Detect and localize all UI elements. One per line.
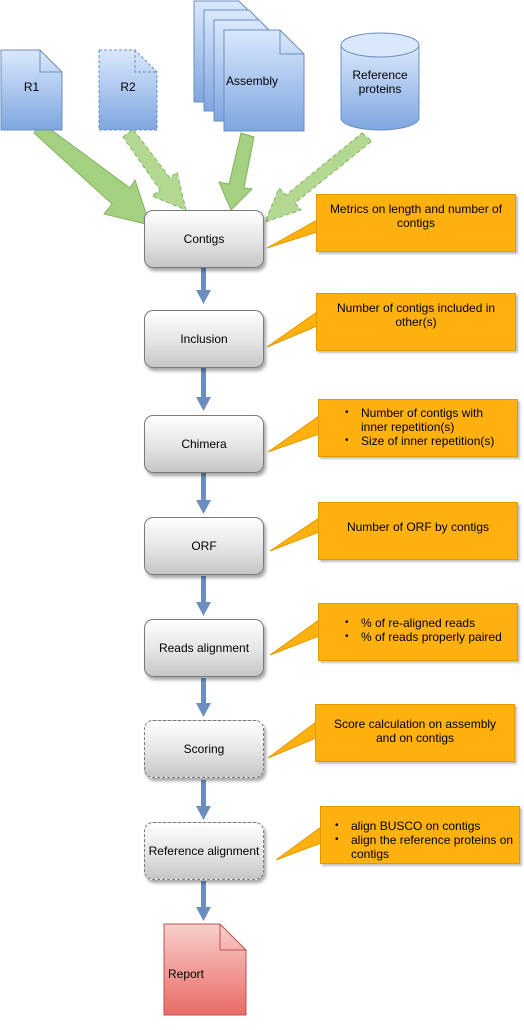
pointer-reads-alignment [269,619,320,656]
arrow-reads-to-scoring [196,678,211,717]
step-reference-alignment-label: Reference alignment [148,844,260,858]
pointer-reference-alignment [275,826,322,861]
note-inclusion-text: Number of contigs included in other(s) [336,301,496,329]
report-label: Report [167,967,205,981]
r1-label: R1 [23,80,40,94]
input-arrows [33,122,373,226]
r2-label: R2 [120,80,136,94]
note-scoring-text: Score calculation on assembly and on con… [333,717,497,745]
note-orf-text: Number of ORF by contigs [346,520,490,534]
note-reads-alignment: % of re-aligned reads % of reads properl… [318,603,518,661]
arrow-r1-to-contigs [33,122,151,226]
arrow-contigs-to-inclusion [196,268,211,304]
r2-document [98,49,158,131]
arrow-reference-to-report [196,881,211,921]
note-reference-item: align the reference proteins on contigs [335,833,515,861]
assembly-label: Assembly [225,74,278,88]
arrow-chimera-to-orf [196,473,211,514]
step-chimera-label: Chimera [181,437,227,451]
arrow-scoring-to-reference [196,780,211,820]
report-document [163,923,247,1016]
note-inclusion: Number of contigs included in other(s) [316,293,516,351]
pointer-contigs [266,219,318,249]
arrow-inclusion-to-chimera [196,368,211,411]
pointer-chimera [267,415,320,453]
flow-arrows [196,268,211,921]
step-scoring-label: Scoring [183,742,225,756]
step-orf-label: ORF [191,539,217,553]
reference-proteins-database [340,32,420,131]
pointer-orf [269,517,320,552]
arrow-orf-to-reads-alignment [196,576,211,616]
assembly-document-stack [193,0,305,132]
step-reads-alignment-label: Reads alignment [158,641,250,655]
pointer-inclusion [266,311,318,348]
callout-pointers [266,219,322,861]
r1-document [0,49,63,131]
step-reads-alignment: Reads alignment [144,619,264,677]
note-chimera-item: Number of contigs with inner repetition(… [345,406,513,434]
reference-proteins-label: Reference proteins [352,68,408,96]
note-reads-item: % of re-aligned reads [345,616,513,630]
step-reference-alignment: Reference alignment [144,822,264,880]
note-reference-alignment: align BUSCO on contigs align the referen… [320,806,520,864]
arrow-assembly-to-contigs [218,132,255,211]
arrow-r2-to-contigs [122,128,187,211]
note-chimera-item: Size of inner repetition(s) [345,434,513,448]
step-inclusion-label: Inclusion [180,332,228,346]
note-contigs: Metrics on length and number of contigs [316,194,516,252]
note-chimera: Number of contigs with inner repetition(… [318,399,518,457]
note-reference-item: align BUSCO on contigs [335,819,515,833]
step-orf: ORF [144,517,264,575]
step-contigs: Contigs [144,210,264,268]
pointer-scoring [267,721,317,759]
note-contigs-text: Metrics on length and number of contigs [329,202,503,230]
step-chimera: Chimera [144,415,264,473]
note-orf: Number of ORF by contigs [318,502,518,560]
arrow-refprot-to-contigs [264,132,373,223]
step-scoring: Scoring [144,720,264,778]
step-contigs-label: Contigs [183,232,225,246]
step-inclusion: Inclusion [144,310,264,368]
note-reads-item: % of reads properly paired [345,630,513,644]
note-scoring: Score calculation on assembly and on con… [315,704,515,762]
